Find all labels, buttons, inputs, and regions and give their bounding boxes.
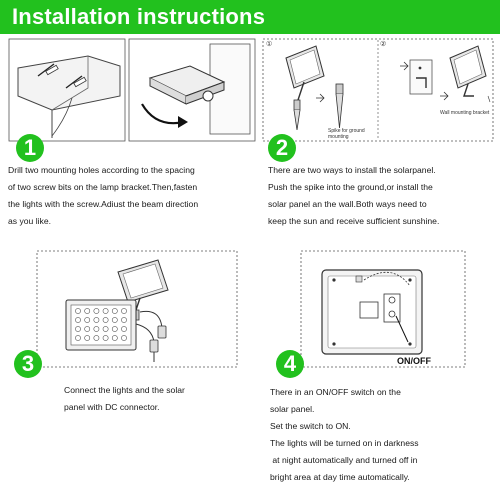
solar-panel-mounting-icon bbox=[262, 38, 494, 142]
step2-illustration bbox=[262, 38, 494, 142]
step1-lamp-illustration bbox=[128, 38, 256, 142]
spike-caption-line: mounting bbox=[328, 134, 349, 140]
on-off-switch-icon bbox=[300, 250, 466, 368]
spike-caption-line: Spike for ground bbox=[328, 128, 365, 134]
step4-number-badge: 4 bbox=[276, 350, 304, 378]
led-dot bbox=[75, 326, 81, 332]
step1-line: Drill two mounting holes according to th… bbox=[8, 165, 195, 175]
led-dot bbox=[102, 326, 109, 332]
step3-line: panel with DC connector. bbox=[64, 402, 160, 412]
led-dot bbox=[121, 317, 127, 323]
step2-bracket-caption: Wall mounting bracket bbox=[440, 110, 490, 116]
step4-line: There in an ON/OFF switch on the bbox=[270, 387, 401, 397]
step2-spike-caption: Spike for ground mounting bbox=[328, 128, 365, 140]
step1-description: Drill two mounting holes according to th… bbox=[8, 162, 198, 230]
step2-line: There are two ways to install the solarp… bbox=[268, 165, 436, 175]
step3-number-badge: 3 bbox=[14, 350, 42, 378]
led-dot bbox=[102, 317, 109, 323]
led-dot bbox=[111, 335, 118, 341]
led-dot bbox=[75, 335, 81, 341]
led-dot bbox=[84, 308, 91, 314]
step2-circle-a: ① bbox=[266, 41, 273, 48]
step1-line: as you like. bbox=[8, 216, 51, 226]
page-title: Installation instructions bbox=[12, 4, 266, 29]
step2-line: keep the sun and receive sufficient suns… bbox=[268, 216, 440, 226]
step3-description: Connect the lights and the solar panel w… bbox=[64, 382, 185, 416]
led-dot bbox=[111, 308, 118, 314]
led-dot bbox=[102, 335, 109, 341]
led-dot bbox=[111, 326, 118, 332]
led-dot bbox=[121, 335, 127, 341]
step4-line: bright area at day time automatically. bbox=[270, 472, 410, 482]
step4-line: at night automatically and turned off in bbox=[270, 455, 418, 465]
step1-line: of two screw bits on the lamp bracket.Th… bbox=[8, 182, 198, 192]
led-dot bbox=[102, 308, 109, 314]
on-off-label: ON/OFF bbox=[397, 356, 431, 366]
step2-number-badge: 2 bbox=[268, 134, 296, 162]
step4-illustration bbox=[300, 250, 466, 368]
led-grid bbox=[75, 308, 127, 341]
led-dot bbox=[93, 317, 100, 323]
led-dot bbox=[93, 308, 100, 314]
led-dot bbox=[84, 317, 91, 323]
step2-circle-b: ② bbox=[380, 41, 387, 48]
step4-line: Set the switch to ON. bbox=[270, 421, 351, 431]
led-dot bbox=[121, 308, 127, 314]
dc-connector-icon bbox=[36, 250, 238, 368]
led-dot bbox=[84, 335, 91, 341]
led-dot bbox=[93, 326, 100, 332]
led-dot bbox=[75, 308, 81, 314]
screw-wall-mount-icon bbox=[8, 38, 126, 142]
step4-line: The lights will be turned on in darkness bbox=[270, 438, 419, 448]
led-dot bbox=[93, 335, 100, 341]
step2-line: solar panel an the wall.Both ways need t… bbox=[268, 199, 427, 209]
led-dot bbox=[75, 317, 81, 323]
lamp-rotate-icon bbox=[128, 38, 256, 142]
title-bar: Installation instructions bbox=[0, 0, 500, 34]
led-dot bbox=[84, 326, 91, 332]
step3-illustration bbox=[36, 250, 238, 368]
step2-line: Push the spike into the ground,or instal… bbox=[268, 182, 433, 192]
step4-description: There in an ON/OFF switch on the solar p… bbox=[270, 384, 419, 486]
step2-description: There are two ways to install the solarp… bbox=[268, 162, 439, 230]
led-dot bbox=[121, 326, 127, 332]
step1-number-badge: 1 bbox=[16, 134, 44, 162]
step1-wall-illustration bbox=[8, 38, 126, 142]
step4-line: solar panel. bbox=[270, 404, 315, 414]
step1-line: the lights with the screw.Adiust the bea… bbox=[8, 199, 199, 209]
led-dot bbox=[111, 317, 118, 323]
step3-line: Connect the lights and the solar bbox=[64, 385, 185, 395]
